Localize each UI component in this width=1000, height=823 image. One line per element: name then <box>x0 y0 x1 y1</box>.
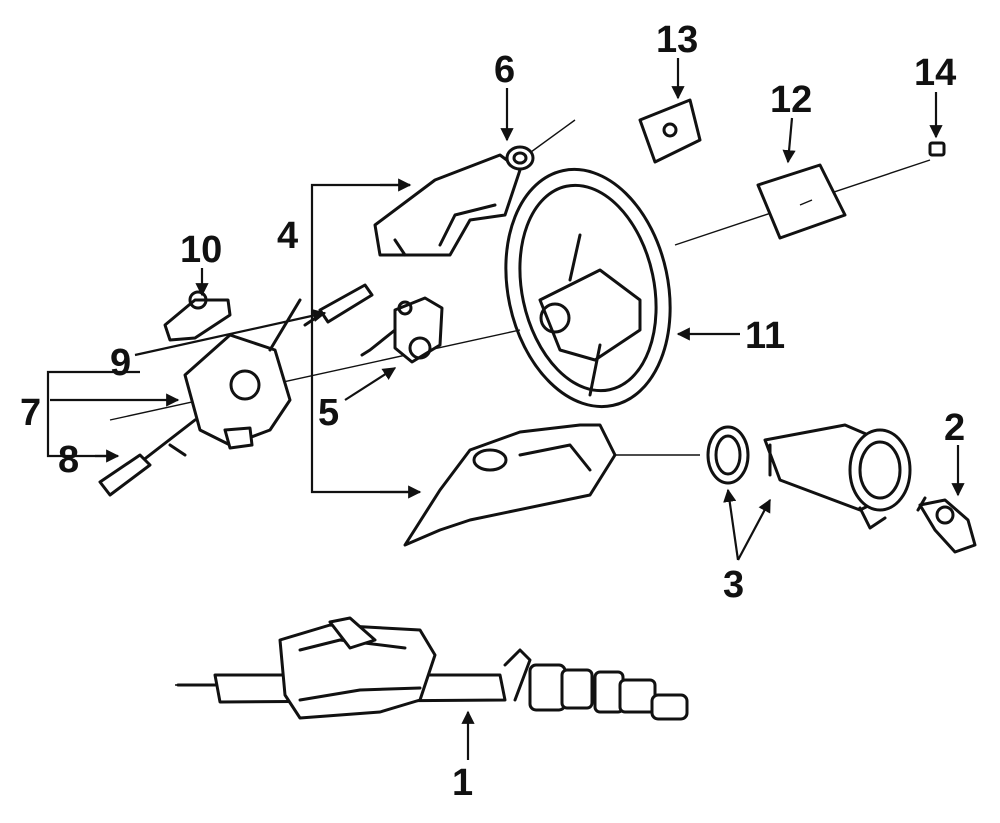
callout-3: 3 <box>723 564 744 606</box>
dimmer-rod-part <box>303 283 374 327</box>
retaining-nut-part <box>928 141 946 157</box>
callout-9: 9 <box>110 342 131 384</box>
callout-6: 6 <box>494 49 515 91</box>
nut-part <box>505 145 535 171</box>
callout-10: 10 <box>180 229 222 271</box>
column-housing-part <box>706 423 912 530</box>
callout-labels: 1 2 3 4 5 6 7 8 9 10 11 12 13 14 <box>20 19 965 804</box>
callout-7: 7 <box>20 392 41 434</box>
actuator-part <box>163 290 232 342</box>
multifunction-lever-part <box>98 418 197 497</box>
callout-8: 8 <box>58 439 79 481</box>
callout-12: 12 <box>770 79 812 121</box>
contact-plate-part <box>638 98 702 164</box>
callout-4: 4 <box>277 215 298 257</box>
callout-5: 5 <box>318 392 339 434</box>
lock-switch-part <box>916 496 977 554</box>
steering-wheel-part <box>504 167 672 409</box>
steering-column-shaft-part <box>176 616 689 721</box>
upper-column-cover-part <box>373 153 522 257</box>
callout-14: 14 <box>914 52 956 94</box>
callout-11: 11 <box>745 315 785 357</box>
callout-1: 1 <box>452 762 473 804</box>
lower-column-cover-part <box>403 423 617 547</box>
turn-signal-switch-part <box>183 298 302 450</box>
leader-arrows <box>46 58 965 760</box>
ignition-lock-part <box>360 296 444 364</box>
horn-pad-part <box>756 163 847 240</box>
callout-2: 2 <box>944 407 965 449</box>
callout-13: 13 <box>656 19 698 61</box>
